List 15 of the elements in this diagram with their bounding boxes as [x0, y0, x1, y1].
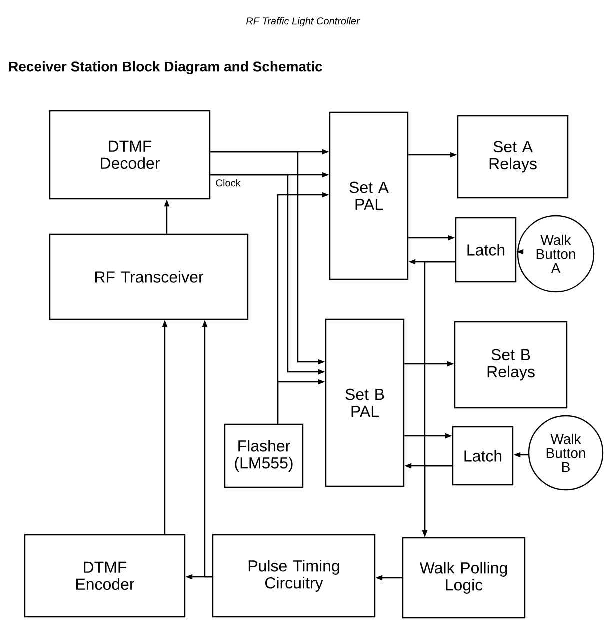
title: Receiver Station Block Diagram and Schematic: [9, 61, 322, 75]
edge-label: Clock: [214, 178, 242, 188]
block-box: Pulse Timing Circuitry: [212, 534, 376, 618]
block-box: Latch: [452, 426, 514, 486]
block-box: DTMF Decoder: [49, 110, 211, 200]
block-box: Latch: [455, 217, 517, 283]
block-box: RF Transceiver: [49, 234, 249, 320]
block-box: Set B PAL: [325, 318, 405, 488]
block-box: Flasher (LM555): [224, 424, 304, 488]
block-box: DTMF Encoder: [24, 534, 186, 618]
block-box: Set B Relays: [454, 321, 568, 409]
block-box: Set A Relays: [457, 115, 569, 199]
block-box: Set A PAL: [329, 112, 409, 280]
header-text: RF Traffic Light Controller: [246, 17, 360, 27]
block-box: Walk Polling Logic: [402, 537, 526, 619]
